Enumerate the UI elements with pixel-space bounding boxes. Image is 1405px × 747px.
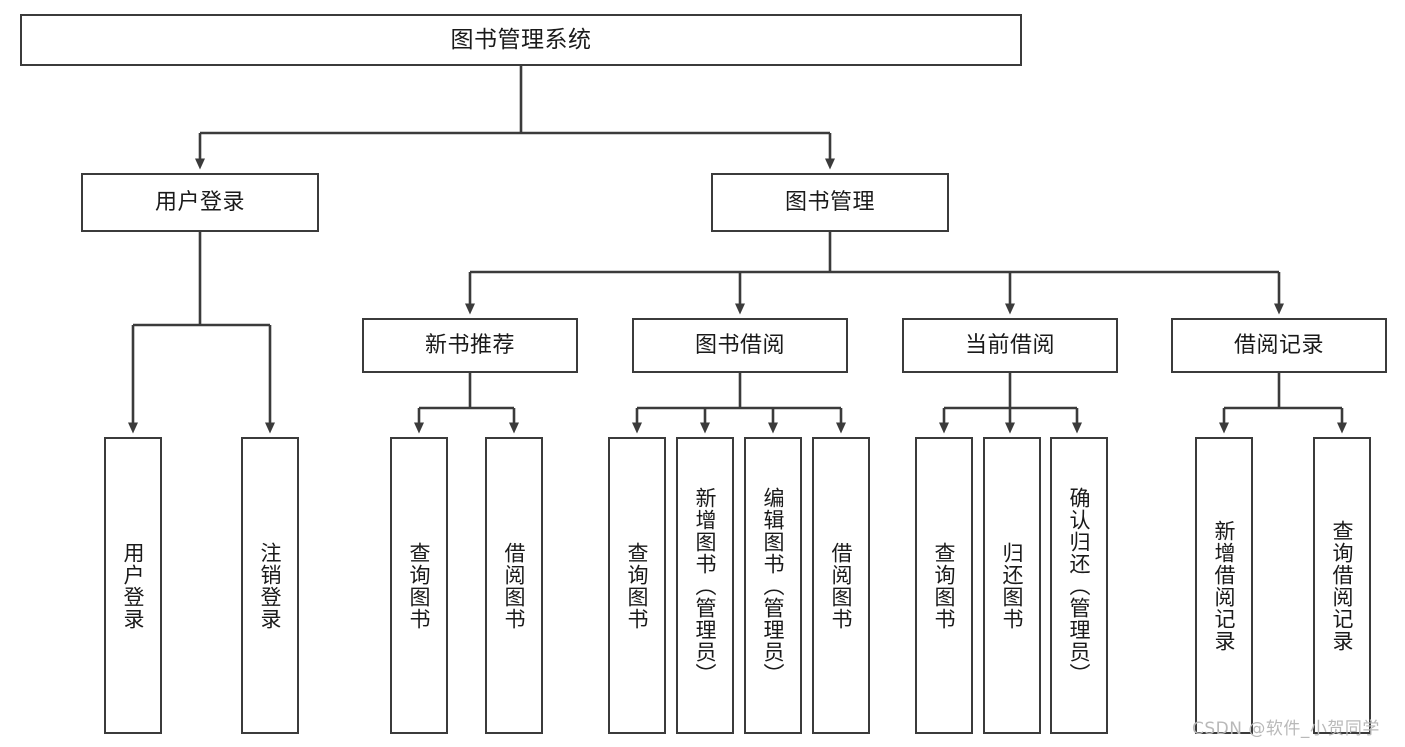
node-leaf-user-login[interactable]: 用户登录 bbox=[104, 437, 162, 734]
node-borrow-record[interactable]: 借阅记录 bbox=[1171, 318, 1387, 373]
node-leaf-add-borrow-record[interactable]: 新增借阅记录 bbox=[1195, 437, 1253, 734]
node-leaf-query-books-3[interactable]: 查询图书 bbox=[915, 437, 973, 734]
node-label: 借阅图书 bbox=[502, 541, 527, 630]
node-book-management-system[interactable]: 图书管理系统 bbox=[20, 14, 1022, 66]
node-current-borrow[interactable]: 当前借阅 bbox=[902, 318, 1118, 373]
node-leaf-borrow-books-2[interactable]: 借阅图书 bbox=[812, 437, 870, 734]
node-label: 借阅图书 bbox=[829, 541, 854, 630]
node-label: 查询图书 bbox=[625, 541, 650, 630]
node-leaf-query-books-2[interactable]: 查询图书 bbox=[608, 437, 666, 734]
node-label: 用户登录 bbox=[154, 189, 245, 215]
node-label: 图书管理系统 bbox=[450, 26, 592, 53]
node-label: 借阅记录 bbox=[1233, 332, 1324, 358]
node-label: 查询图书 bbox=[932, 541, 957, 630]
node-label: 查询借阅记录 bbox=[1330, 519, 1355, 652]
node-label: 当前借阅 bbox=[964, 332, 1055, 358]
node-new-book-recommendation[interactable]: 新书推荐 bbox=[362, 318, 578, 373]
node-leaf-return-book[interactable]: 归还图书 bbox=[983, 437, 1041, 734]
node-label: 新增图书（管理员） bbox=[693, 486, 718, 685]
node-label: 新增借阅记录 bbox=[1212, 519, 1237, 652]
node-book-management[interactable]: 图书管理 bbox=[711, 173, 949, 232]
node-label: 图书借阅 bbox=[694, 332, 785, 358]
node-label: 编辑图书（管理员） bbox=[761, 486, 786, 685]
node-label: 归还图书 bbox=[1000, 541, 1025, 630]
node-leaf-query-books-1[interactable]: 查询图书 bbox=[390, 437, 448, 734]
node-leaf-confirm-return[interactable]: 确认归还（管理员） bbox=[1050, 437, 1108, 734]
node-leaf-add-book[interactable]: 新增图书（管理员） bbox=[676, 437, 734, 734]
node-label: 查询图书 bbox=[407, 541, 432, 630]
node-label: 新书推荐 bbox=[424, 332, 515, 358]
node-leaf-edit-book[interactable]: 编辑图书（管理员） bbox=[744, 437, 802, 734]
node-label: 图书管理 bbox=[784, 189, 875, 215]
node-book-borrow[interactable]: 图书借阅 bbox=[632, 318, 848, 373]
node-user-login[interactable]: 用户登录 bbox=[81, 173, 319, 232]
node-label: 用户登录 bbox=[121, 541, 146, 630]
node-leaf-query-borrow-record[interactable]: 查询借阅记录 bbox=[1313, 437, 1371, 734]
node-label: 注销登录 bbox=[258, 541, 283, 630]
node-leaf-logout-login[interactable]: 注销登录 bbox=[241, 437, 299, 734]
node-leaf-borrow-books-1[interactable]: 借阅图书 bbox=[485, 437, 543, 734]
node-label: 确认归还（管理员） bbox=[1067, 486, 1092, 685]
